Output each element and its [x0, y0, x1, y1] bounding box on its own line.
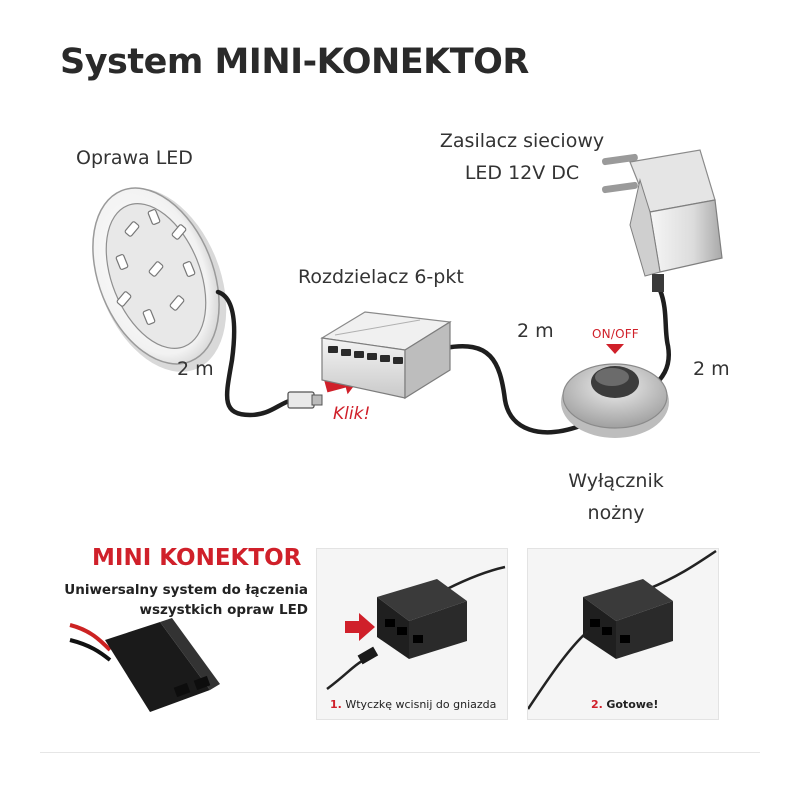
down-arrow-icon: [606, 344, 624, 354]
mini-konektor-photo: [69, 618, 220, 712]
klik-label: Klik!: [333, 404, 371, 424]
on-off-label: ON/OFF: [592, 327, 639, 341]
step1-number: 1.: [330, 698, 342, 711]
step2-caption: 2. Gotowe!: [591, 698, 658, 711]
foot-switch-label-line2: nożny: [587, 502, 645, 524]
bottom-divider: [40, 752, 760, 753]
cable-length-right: 2 m: [693, 358, 730, 380]
power-supply-label-line1: Zasilacz sieciowy: [439, 130, 605, 152]
step1-caption: 1. Wtyczkę wcisnij do gniazda: [330, 698, 496, 711]
led-fixture-illustration: [92, 187, 227, 372]
foot-switch-label-line1: Wyłącznik: [568, 470, 664, 492]
mini-konektor-subtitle: Uniwersalny system do łączenia wszystkic…: [60, 580, 308, 620]
step2-text: Gotowe!: [606, 698, 659, 711]
mini-konektor-subtitle-line1: Uniwersalny system do łączenia: [64, 582, 308, 598]
step2-number: 2.: [591, 698, 603, 711]
foot-switch-illustration: [561, 344, 669, 438]
step2-photo: [527, 548, 719, 720]
step1-text: Wtyczkę wcisnij do gniazda: [345, 698, 497, 711]
mini-konektor-subtitle-line2: wszystkich opraw LED: [139, 602, 308, 618]
cable-length-middle: 2 m: [517, 320, 554, 342]
page-title: System MINI-KONEKTOR: [60, 42, 529, 82]
mini-plug-illustration: [287, 391, 323, 409]
splitter-illustration: [320, 311, 452, 400]
led-fixture-label: Oprawa LED: [76, 147, 193, 169]
splitter-label: Rozdzielacz 6-pkt: [298, 266, 464, 288]
mini-konektor-title: MINI KONEKTOR: [92, 545, 302, 571]
power-supply-label-line2: LED 12V DC: [464, 162, 580, 184]
cable-length-left: 2 m: [177, 358, 214, 380]
power-supply-illustration: [602, 149, 723, 292]
step1-photo: [316, 548, 508, 720]
